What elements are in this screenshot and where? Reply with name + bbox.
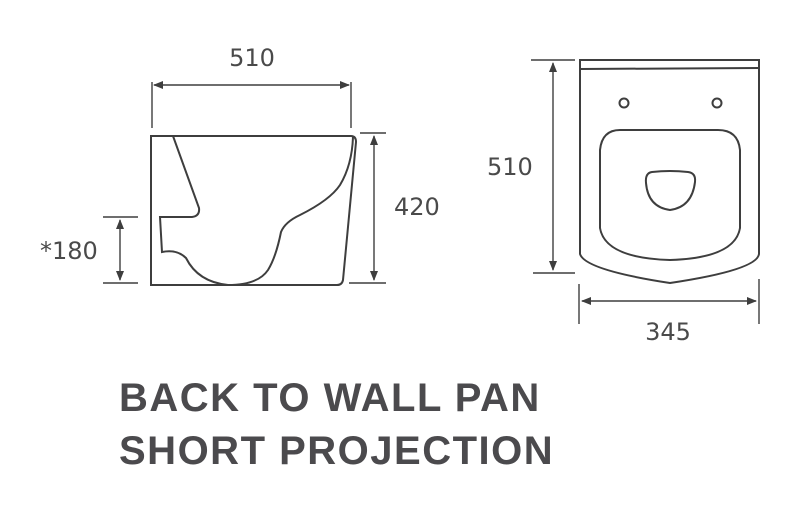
bowl-rim — [599, 129, 741, 262]
fixing-hole-left — [618, 97, 630, 109]
top-width-label: 345 — [645, 318, 691, 346]
top-length-label: 510 — [487, 153, 533, 181]
top-width-dimension: 345 — [578, 279, 760, 346]
pan-top-outline — [579, 59, 760, 285]
fixing-hole-right — [711, 97, 723, 109]
top-view: 510 345 — [487, 59, 760, 346]
pan-side-outline — [150, 135, 358, 286]
side-width-label: 510 — [229, 44, 275, 72]
outlet-height-dimension: *180 — [40, 216, 138, 284]
side-view: 510 420 *180 — [40, 44, 440, 287]
product-title-line-1: BACK TO WALL PAN — [119, 376, 541, 420]
back-edge — [579, 67, 760, 70]
side-height-dimension: 420 — [349, 132, 440, 284]
product-title-line-2: SHORT PROJECTION — [119, 429, 555, 473]
side-width-dimension: 510 — [151, 44, 352, 128]
bowl-profile — [158, 135, 354, 287]
waste-opening — [644, 170, 697, 212]
outlet-height-label: *180 — [40, 237, 98, 265]
top-length-dimension: 510 — [487, 59, 575, 274]
side-height-label: 420 — [394, 193, 440, 221]
